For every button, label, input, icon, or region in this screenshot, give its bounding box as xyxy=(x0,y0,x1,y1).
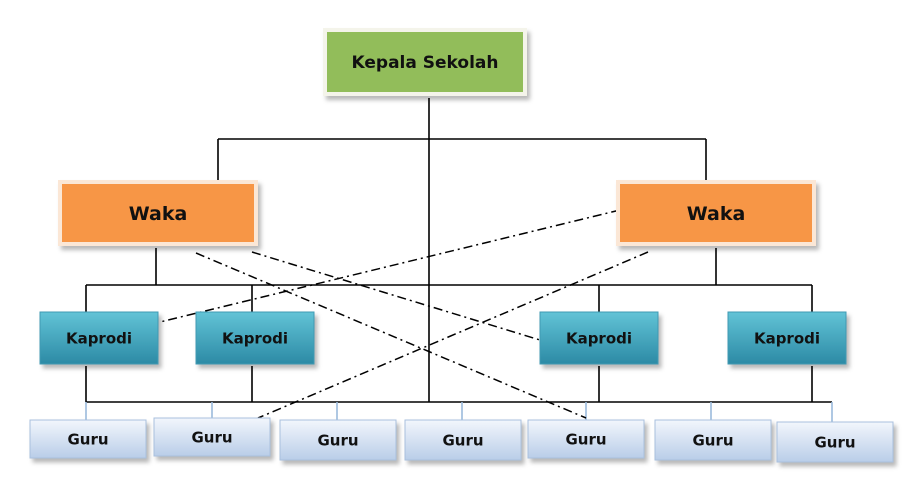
guru-node-5-box xyxy=(527,419,645,459)
guru-node-7-box xyxy=(776,421,894,463)
kaprodi-node-3-label: Kaprodi xyxy=(566,329,632,347)
waka-node-2-label: Waka xyxy=(687,203,746,225)
kepala-sekolah-node-label: Kepala Sekolah xyxy=(352,53,499,73)
guru-node-3-label: Guru xyxy=(317,431,358,449)
kaprodi-node-1-label: Kaprodi xyxy=(66,329,132,347)
guru-node-1-label: Guru xyxy=(67,430,108,448)
kepala-sekolah-node: Kepala Sekolah xyxy=(323,28,527,96)
solid-connectors xyxy=(85,98,832,403)
dashdot-waka-left-to-kaprodi-3 xyxy=(251,251,541,341)
guru-node-6-label: Guru xyxy=(692,431,733,449)
guru-node-2-box xyxy=(153,417,271,457)
waka-node-1-label: Waka xyxy=(129,203,188,225)
kaprodi-node-4-label: Kaprodi xyxy=(754,329,820,347)
waka-node-1-box xyxy=(62,184,254,242)
guru-node-1-box xyxy=(29,419,147,459)
guru-node-4: Guru xyxy=(404,419,522,461)
kaprodi-node-1-box xyxy=(39,311,159,365)
dashdot-waka-left-to-guru-5 xyxy=(195,252,587,419)
guru-node-2: Guru xyxy=(153,417,271,457)
guru-node-6: Guru xyxy=(654,419,772,461)
guru-stubs xyxy=(85,402,833,422)
guru-node-4-label: Guru xyxy=(442,431,483,449)
kaprodi-node-3-box xyxy=(539,311,659,365)
guru-node-2-label: Guru xyxy=(191,428,232,446)
waka-node-2: Waka xyxy=(616,180,816,246)
waka-node-2-box xyxy=(620,184,812,242)
guru-node-7: Guru xyxy=(776,421,894,463)
kaprodi-node-4: Kaprodi xyxy=(727,311,847,365)
kaprodi-node-2-box xyxy=(195,311,315,365)
guru-node-5-label: Guru xyxy=(565,430,606,448)
guru-node-3-box xyxy=(279,419,397,461)
kepala-sekolah-node-box xyxy=(327,32,523,92)
kaprodi-node-3: Kaprodi xyxy=(539,311,659,365)
dashdot-waka-right-to-kaprodi-1 xyxy=(159,209,621,323)
guru-node-4-box xyxy=(404,419,522,461)
guru-node-1: Guru xyxy=(29,419,147,459)
kaprodi-node-2-label: Kaprodi xyxy=(222,329,288,347)
kaprodi-node-1: Kaprodi xyxy=(39,311,159,365)
kaprodi-node-4-box xyxy=(727,311,847,365)
guru-node-6-box xyxy=(654,419,772,461)
dashdot-connectors xyxy=(159,209,649,419)
guru-node-3: Guru xyxy=(279,419,397,461)
guru-node-7-label: Guru xyxy=(814,433,855,451)
dashdot-waka-right-to-guru-2 xyxy=(257,251,649,419)
waka-node-1: Waka xyxy=(58,180,258,246)
guru-node-5: Guru xyxy=(527,419,645,459)
kaprodi-node-2: Kaprodi xyxy=(195,311,315,365)
